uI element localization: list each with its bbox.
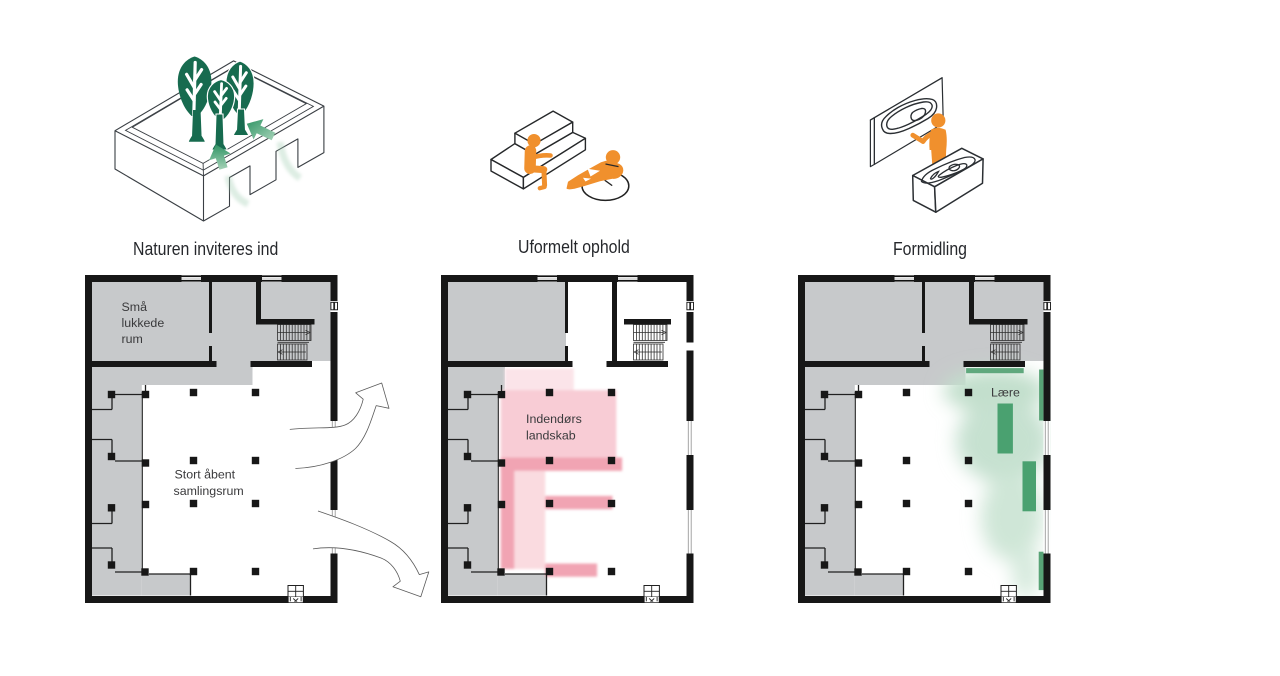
svg-text:rum: rum [121, 332, 142, 346]
svg-text:landskab: landskab [526, 428, 576, 442]
svg-text:Indendørs: Indendørs [526, 412, 582, 426]
svg-text:Lære: Lære [991, 385, 1020, 399]
svg-text:Små: Små [121, 300, 147, 314]
svg-text:samlingsrum: samlingsrum [173, 484, 243, 498]
svg-text:Stort åbent: Stort åbent [174, 467, 235, 481]
svg-text:lukkede: lukkede [121, 316, 164, 330]
